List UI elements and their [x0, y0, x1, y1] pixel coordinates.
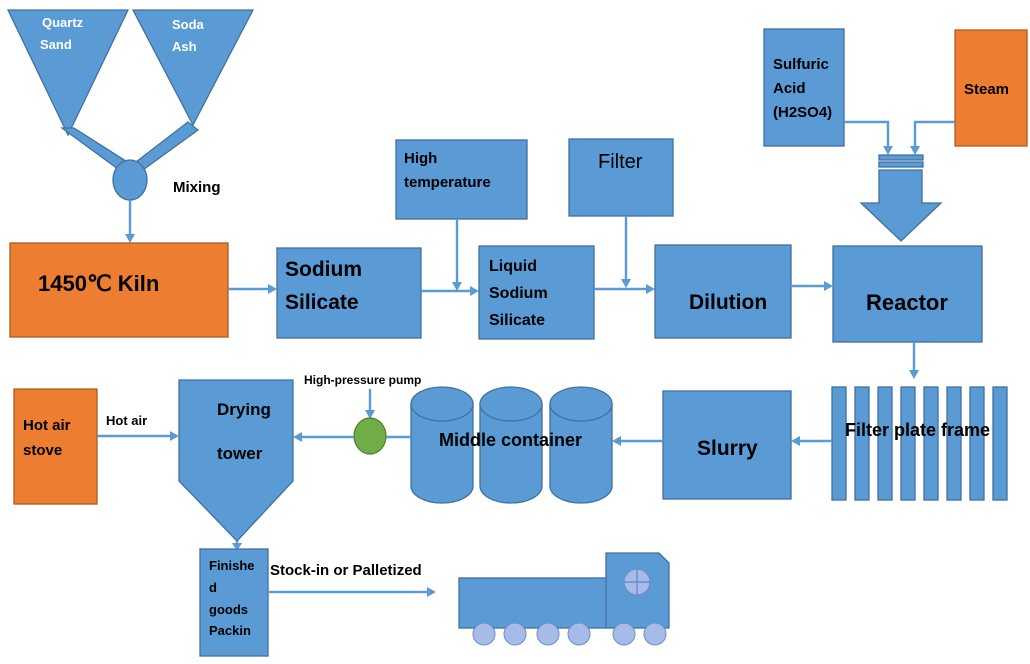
dilution-label: Dilution: [689, 291, 767, 314]
sulfuric-acid-label-3: (H2SO4): [773, 104, 832, 121]
filter-plate: [992, 386, 1008, 501]
svg-text:Sulfuric Acid (H2SO4): Sulfuric Acid (H2SO4): [773, 56, 833, 121]
filter-plate: [831, 386, 847, 501]
svg-text:High temperature: High temperature: [404, 150, 491, 191]
soda-ash-label-1: Soda: [172, 17, 205, 32]
hot-air-stove-label-1: Hot air: [23, 417, 71, 434]
drying-tower-label-2: tower: [217, 444, 263, 463]
truck-wheel: [567, 622, 591, 646]
stock-in-label: Stock-in or Palletized: [270, 562, 422, 579]
filter-plate-frame-label: Filter plate frame: [845, 420, 990, 440]
soda-funnel-leg: [130, 121, 200, 173]
kiln-label: 1450℃ Kiln: [38, 271, 159, 296]
container-cylinder-1: [410, 403, 474, 504]
truck-wheel: [643, 622, 667, 646]
mixing-label: Mixing: [173, 179, 221, 196]
truck-icon: [458, 552, 670, 646]
svg-text:Soda Ash: Soda Ash: [172, 17, 207, 54]
svg-text:Finishe d goods Pa: Finishe d goods Packin: [209, 558, 258, 638]
svg-text:Hot air stove: Hot air stove: [23, 417, 75, 459]
truck-wheel: [536, 622, 560, 646]
steam-box: [954, 29, 1028, 147]
reactor-box: [832, 245, 983, 343]
sulfuric-acid-label-2: Acid: [773, 80, 806, 97]
filter-plate: [923, 386, 939, 501]
high-pressure-pump-label: High-pressure pump: [304, 373, 421, 387]
container-cylinder-2: [479, 403, 543, 504]
svg-text:Quartz Sand: Quartz Sand: [40, 15, 87, 52]
finished-goods-label-4: Packin: [209, 623, 251, 638]
filter-box: [568, 138, 674, 217]
hot-air-stove-label-2: stove: [23, 442, 62, 459]
truck-wheel: [612, 622, 636, 646]
sulfuric-acid-box: [763, 28, 845, 147]
truck-cargo: [458, 577, 608, 629]
hot-air-stove-box: [13, 388, 98, 505]
steam-label: Steam: [964, 81, 1009, 98]
svg-text:Drying tower: Drying tower: [217, 400, 276, 463]
finished-goods-label-1: Finishe: [209, 558, 255, 573]
filter-plate-frame: [831, 386, 1008, 501]
finished-goods-label-2: d: [209, 580, 217, 595]
filter-plate: [854, 386, 870, 501]
high-temperature-label-1: High: [404, 150, 437, 167]
filter-plate: [900, 386, 916, 501]
steam-to-reactor-arrow: [913, 120, 955, 148]
mixer: [112, 159, 148, 201]
truck-wheel: [503, 622, 527, 646]
liquid-sodium-silicate-box: [478, 245, 595, 340]
quartz-sand-label-2: Sand: [40, 37, 72, 52]
liquid-sodium-silicate-label-1: Liquid: [489, 258, 537, 275]
filter-plate: [969, 386, 985, 501]
liquid-sodium-silicate-label-2: Sodium: [489, 285, 548, 302]
liquid-sodium-silicate-label-3: Silicate: [489, 312, 545, 329]
slurry-label: Slurry: [697, 437, 758, 460]
dilution-box: [654, 244, 792, 339]
acid-to-reactor-arrow: [844, 120, 890, 148]
truck-wheel: [472, 622, 496, 646]
kiln-box: [9, 242, 229, 338]
reactor-label: Reactor: [866, 290, 948, 315]
finished-goods-label-3: goods: [209, 602, 248, 617]
sulfuric-acid-label-1: Sulfuric: [773, 56, 829, 73]
pump-icon: [353, 417, 387, 455]
slurry-box: [662, 390, 792, 500]
soda-ash-label-2: Ash: [172, 39, 197, 54]
feed-block-arrow: [859, 169, 943, 242]
middle-container-label: Middle container: [439, 430, 582, 450]
sodium-silicate-box: [276, 247, 422, 339]
filter-label: Filter: [598, 151, 643, 173]
finished-goods-box: [199, 548, 269, 657]
quartz-sand-label-1: Quartz: [42, 15, 84, 30]
filter-plate: [946, 386, 962, 501]
middle-container: [410, 386, 613, 504]
container-cylinder-3: [549, 403, 613, 504]
high-temperature-box: [395, 139, 528, 220]
feed-bar-2: [878, 161, 924, 168]
drying-tower: [178, 379, 294, 542]
sodium-silicate-label-1: Sodium: [285, 258, 362, 281]
filter-plate: [877, 386, 893, 501]
svg-text:Sodium Silicate: Sodium Silicate: [285, 258, 368, 314]
svg-text:Liquid Sodium Silicate: Liquid Sodium Silicate: [489, 258, 552, 329]
high-temperature-label-2: temperature: [404, 174, 491, 191]
soda-ash-hopper: [131, 9, 255, 127]
hot-air-label: Hot air: [106, 413, 147, 428]
quartz-sand-hopper: [6, 9, 130, 137]
sodium-silicate-label-2: Silicate: [285, 291, 359, 314]
feed-bar-1: [878, 154, 924, 161]
drying-tower-label-1: Drying: [217, 400, 271, 419]
